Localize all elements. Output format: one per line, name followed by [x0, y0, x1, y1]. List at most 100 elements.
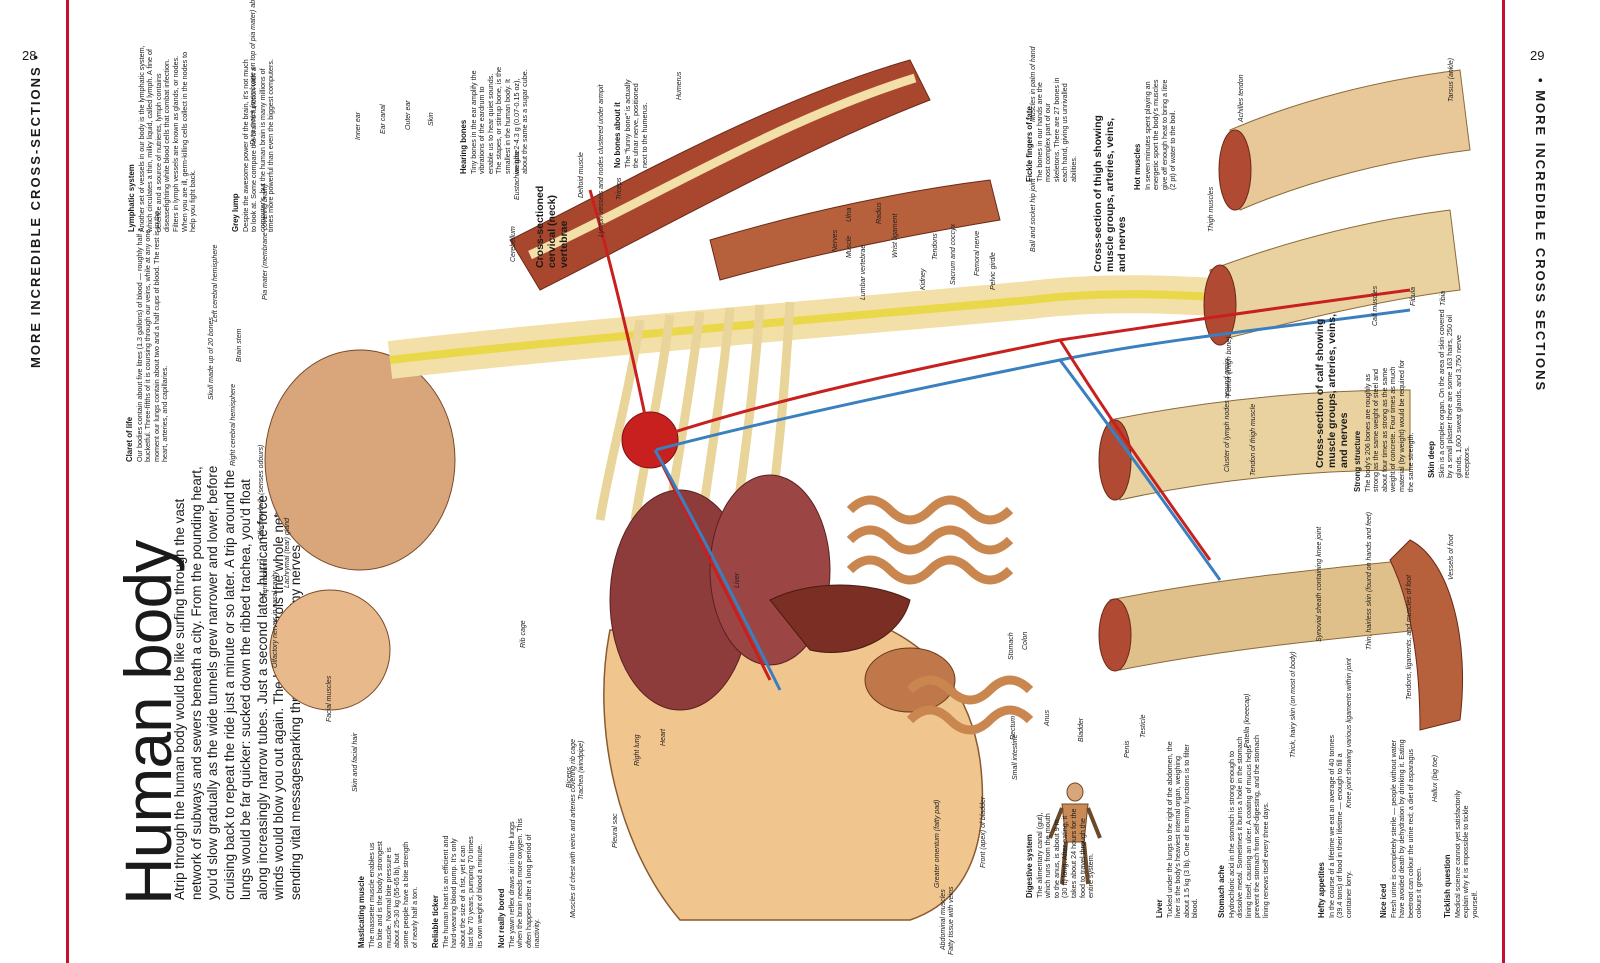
callout-label: Fatty tissue with veins [948, 886, 955, 955]
stomach-shape [864, 647, 956, 713]
callout-label: Rib cage [520, 620, 527, 648]
heading-thigh-cross-section: Cross-section of thigh showing muscle gr… [1092, 115, 1128, 272]
forearm-shape [709, 179, 1001, 281]
sidebar-nice-iced: Nice iced Fresh urine is completely ster… [1379, 728, 1424, 918]
sidebar-heading: Skin deep [1427, 441, 1436, 478]
callout-label: Skin and facial hair [352, 732, 359, 792]
callout-label: Knee joint showing various ligaments wit… [1346, 658, 1353, 808]
callout-label: Right lung [634, 734, 641, 766]
sidebar-strong-structure: Strong structure The body's 206 bones ar… [1353, 352, 1415, 492]
callout-label: Patella (kneecap) [1244, 693, 1251, 748]
callout-label: Testicle [1140, 714, 1147, 738]
sidebar-body: Our bodies contain about five litres (1.… [134, 210, 170, 462]
callout-label: Hallux (big toe) [1432, 754, 1439, 802]
callout-label: Stomach [1008, 632, 1015, 660]
cross-section-discs [1098, 129, 1252, 672]
callout-label: Ulna [846, 207, 853, 222]
sidebar-body: Hydrochloric acid in the stomach is stro… [1226, 735, 1270, 918]
running-head-right-bullet: • [1533, 78, 1548, 85]
running-head-left-text: MORE INCREDIBLE CROSS-SECTIONS [28, 65, 43, 368]
sidebar-not-really-bored: Not really bored The yawn reflex draws a… [497, 818, 542, 948]
callout-label: Pelvic girdle [990, 252, 997, 290]
sidebar-body: Medical science cannot yet satisfactoril… [1452, 790, 1479, 918]
callout-label: Tendon of thigh muscle [1250, 403, 1257, 476]
sidebar-no-bones-about-it: No bones about it The "funny bone" is ac… [613, 68, 649, 168]
callout-label: Ball and socket hip joint [1030, 178, 1037, 252]
callout-label: Ear canal [380, 104, 387, 134]
running-head-left: MORE INCREDIBLE CROSS-SECTIONS • [28, 53, 43, 368]
sidebar-masticating-muscle: Masticating muscle The masseter muscle e… [357, 840, 419, 948]
blood-vessels [588, 189, 1411, 691]
callout-label: Lymph vessels and nodes clustered under … [598, 84, 605, 237]
callout-label: Heart [660, 728, 667, 746]
callout-label: Vessels of foot [1448, 534, 1455, 580]
running-head-right-text: MORE INCREDIBLE CROSS SECTIONS [1533, 90, 1548, 393]
callout-label: Cluster of lymph nodes around groin [1224, 359, 1231, 472]
heading-calf-cross-section: Cross-section of calf showing muscle gro… [1314, 313, 1350, 468]
callout-label: Pericranium [262, 560, 269, 598]
callout-label: Femoral nerve [974, 230, 981, 276]
callout-label: Bladder [1078, 717, 1085, 742]
sidebar-body: The human heart is an efficient and hard… [440, 835, 484, 948]
sidebar-body: The "funny bone" is actually the ulnar n… [622, 79, 649, 168]
upper-arm-shape [509, 59, 931, 291]
sidebar-body: Despite the awesome power of the brain, … [240, 59, 276, 232]
callout-label: Deltoid muscle [578, 152, 585, 198]
sidebar-heading: Hefty appetites [1317, 862, 1326, 918]
callout-label: Olfactory bulb (senses odours) [258, 444, 265, 540]
running-head-left-bullet: • [28, 53, 43, 60]
callout-label: Facial muscles [326, 675, 333, 722]
callout-label: Olfactory nerves in nasal cavity [272, 571, 279, 668]
callout-label: Abdominal muscles [940, 889, 947, 950]
page-number-right: 29 [1530, 48, 1545, 63]
callout-label: Nerves [832, 229, 839, 252]
callout-label: Lumbar vertebrae [860, 244, 867, 300]
sidebar-body: Tucked under the lungs to the right of t… [1164, 741, 1200, 918]
right-margin-rule [1502, 0, 1505, 963]
sidebar-body: The bones in our hands are the most comp… [1034, 77, 1078, 182]
sidebar-body: Skin is a complex organ. On the area of … [1436, 309, 1472, 478]
sidebar-body: In seven minutes spent playing an energe… [1142, 79, 1178, 190]
sidebar-digestive-system: Digestive system The alimentary canal (g… [1025, 808, 1096, 898]
callout-label: Tibia [1440, 290, 1447, 306]
callout-label: Sacrum and coccyx [950, 223, 957, 285]
face-shape [269, 589, 391, 711]
sidebar-heading: Grey lump [231, 193, 240, 232]
callout-label: Pia mater (membrane covering brain) [262, 184, 269, 300]
sidebar-heading: Claret of life [125, 416, 134, 462]
callout-label: Lachrymal (tear) gland [284, 517, 291, 588]
callout-label: Eustachian tube [514, 149, 521, 200]
sidebar-body: The yawn reflex draws air into the lungs… [506, 818, 542, 948]
sidebar-heading: Liver [1155, 899, 1164, 918]
callout-label: Small intestine [1012, 734, 1019, 780]
callout-label: Brain stem [236, 328, 243, 362]
spinal-cord-shape [389, 290, 1261, 364]
intestines-shape [846, 495, 1034, 735]
sidebar-heading: Not really bored [497, 888, 506, 948]
sidebar-heading: Digestive system [1025, 834, 1034, 898]
foot-shape [1389, 539, 1463, 731]
callout-label: Fibula [1410, 286, 1417, 306]
callout-label: Skin [428, 112, 435, 126]
sidebar-heading: Lymphatic system [127, 164, 136, 232]
callout-label: Dura mater (membrane on top of pia mater… [250, 0, 257, 145]
sidebar-body: The alimentary canal (gut), which runs f… [1034, 808, 1096, 898]
callout-label: Muscle [846, 235, 853, 258]
callout-label: Calf muscles [1372, 285, 1379, 326]
callout-label: Thin, hairless skin (found on hands and … [1366, 511, 1373, 650]
sidebar-body: Another set of vessels in our body is th… [136, 45, 198, 232]
heading-cervical-vertebrae: Cross-sectioned cervical (neck) vertebra… [534, 185, 570, 268]
callout-label: Thick, hairy skin (on most of body) [1290, 651, 1297, 758]
sidebar-claret-of-life: Claret of life Our bodies contain about … [125, 202, 170, 462]
callout-label: Tendons, ligaments, and muscles of foot [1406, 574, 1413, 700]
sidebar-body: The masseter muscle enables us to bite a… [366, 841, 419, 948]
sidebar-stomach-ache: Stomach ache Hydrochloric acid in the st… [1217, 728, 1271, 918]
liver-shape [769, 584, 911, 654]
sidebar-liver: Liver Tucked under the lungs to the righ… [1155, 738, 1200, 918]
page-number-left: 28 [22, 48, 37, 63]
sidebar-lymphatic-system: Lymphatic system Another set of vessels … [127, 44, 198, 232]
callout-label: Thigh muscles [1208, 186, 1215, 232]
callout-label: Kidney [920, 268, 927, 290]
callout-label: Achilles tendon [1238, 74, 1245, 122]
sidebar-ticklish-question: Ticklish question Medical science cannot… [1443, 788, 1479, 918]
